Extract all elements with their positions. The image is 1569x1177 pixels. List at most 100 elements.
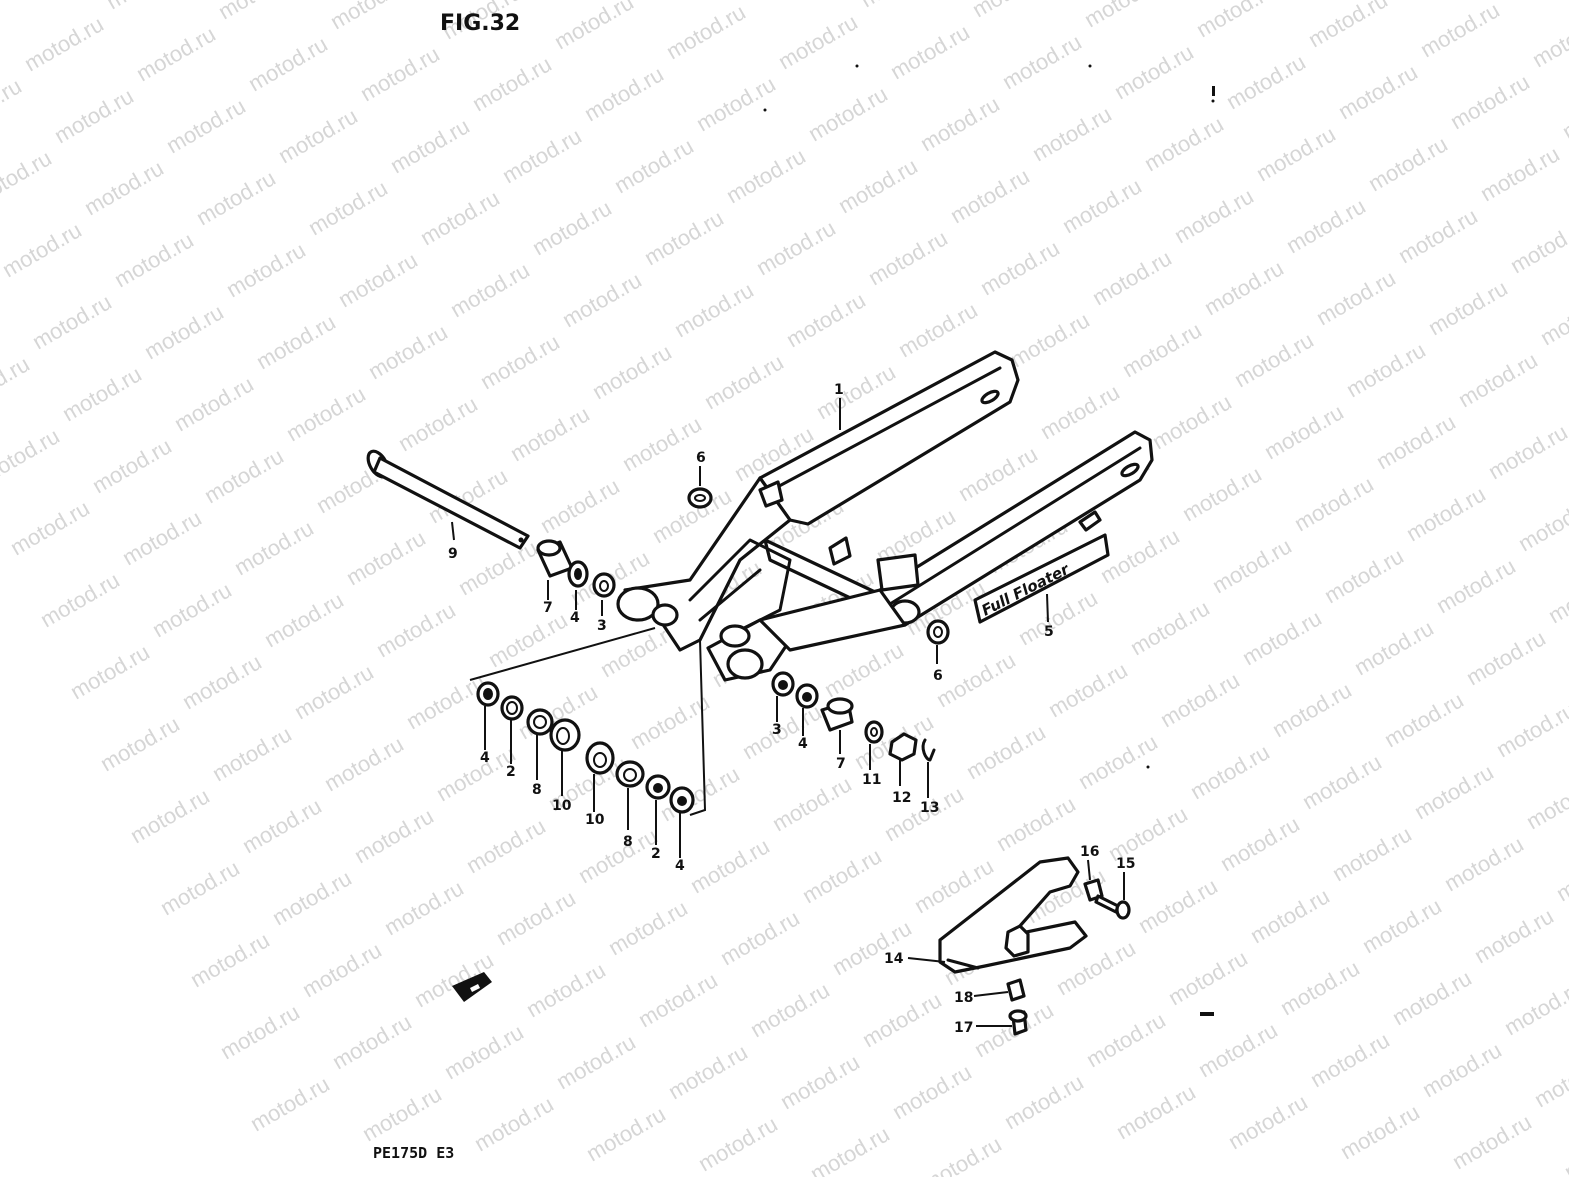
watermark-text: motod.ru	[1402, 481, 1490, 546]
watermark-text: motod.ru	[1134, 873, 1222, 938]
watermark-text: motod.ru	[1410, 759, 1498, 824]
callout-4-b: 4	[675, 858, 685, 874]
watermark-text: motod.ru	[894, 297, 982, 362]
watermark-text: motod.ru	[170, 371, 258, 436]
watermark-text: motod.ru	[1282, 193, 1370, 258]
watermark-text: motod.ru	[0, 145, 56, 210]
watermark-text: motod.ru	[162, 93, 250, 158]
watermark-text: motod.ru	[1536, 285, 1569, 350]
watermark-text: motod.ru	[484, 607, 572, 672]
watermark-text: motod.ru	[1074, 729, 1162, 794]
watermark-text: motod.ru	[1440, 831, 1528, 896]
callout-8-a: 8	[532, 782, 542, 798]
watermark-text: motod.ru	[0, 279, 4, 344]
watermark-text: motod.ru	[66, 639, 154, 704]
watermark-text: motod.ru	[192, 165, 280, 230]
watermark-text: motod.ru	[998, 29, 1086, 94]
watermark-text: motod.ru	[214, 0, 302, 24]
watermark-text: motod.ru	[968, 0, 1056, 22]
watermark-text: motod.ru	[774, 9, 862, 74]
watermark-text: motod.ru	[856, 0, 944, 12]
watermark-text: motod.ru	[1380, 687, 1468, 752]
callout-6-top: 6	[696, 450, 706, 466]
callout-10-a: 10	[552, 798, 572, 814]
callout-12: 12	[892, 790, 911, 806]
watermark-text: motod.ru	[640, 205, 728, 270]
watermark-text: motod.ru	[476, 329, 564, 394]
watermark-text: motod.ru	[1334, 59, 1422, 124]
watermark-text: motod.ru	[230, 515, 318, 580]
watermark-text: motod.ru	[864, 225, 952, 290]
watermark-text: motod.ru	[356, 41, 444, 106]
watermark-text: motod.ru	[634, 967, 722, 1032]
watermark-text: motod.ru	[132, 21, 220, 86]
watermark-text: motod.ru	[1358, 893, 1446, 958]
watermark-text: motod.ru	[50, 83, 138, 148]
watermark-text: motod.ru	[1080, 0, 1168, 32]
watermark-text: motod.ru	[110, 227, 198, 292]
watermark-text: motod.ru	[1268, 677, 1356, 742]
watermark-text: motod.ru	[1088, 245, 1176, 310]
watermark-text: motod.ru	[992, 791, 1080, 856]
watermark-text: motod.ru	[304, 175, 392, 240]
watermark-text: motod.ru	[558, 267, 646, 332]
dust-seal-right	[926, 619, 950, 645]
watermark-text: motod.ru	[580, 61, 668, 126]
callout-3-right: 3	[772, 722, 782, 738]
watermark-text: motod.ru	[946, 163, 1034, 228]
watermark-text: motod.ru	[252, 309, 340, 374]
callout-7-left: 7	[543, 600, 553, 616]
watermark-text: motod.ru	[1224, 1089, 1312, 1154]
watermark-text: motod.ru	[1082, 1007, 1170, 1072]
watermark-text: motod.ru	[1470, 903, 1558, 968]
callout-3-left: 3	[597, 618, 607, 634]
watermark-text: motod.ru	[394, 391, 482, 456]
watermark-text: motod.ru	[1476, 141, 1564, 206]
watermark-text: motod.ru	[1312, 265, 1400, 330]
watermark-text: motod.ru	[738, 699, 826, 764]
callout-16: 16	[1080, 844, 1099, 860]
watermark-text: motod.ru	[1178, 461, 1266, 526]
watermark-text: motod.ru	[604, 895, 692, 960]
watermark-text: motod.ru	[582, 1101, 670, 1166]
watermark-text: motod.ru	[1156, 667, 1244, 732]
watermark-text: motod.ru	[686, 833, 774, 898]
callout-2-a: 2	[506, 764, 516, 780]
watermark-text: motod.ru	[88, 433, 176, 498]
watermark-text: motod.ru	[1462, 625, 1550, 690]
callout-10-b: 10	[585, 812, 605, 828]
watermark-text: motod.ru	[358, 1081, 446, 1146]
watermark-text: motod.ru	[1418, 1037, 1506, 1102]
watermark-text: motod.ru	[216, 999, 304, 1064]
watermark-text: motod.ru	[1186, 739, 1274, 804]
callout-1: 1	[834, 382, 844, 398]
watermark-text: motod.ru	[1044, 657, 1132, 722]
watermark-text: motod.ru	[446, 257, 534, 322]
watermark-text: motod.ru	[1336, 1099, 1424, 1164]
watermark-text: motod.ru	[140, 299, 228, 364]
watermark-text: motod.ru	[1528, 7, 1569, 72]
watermark-text: motod.ru	[916, 91, 1004, 156]
watermark-text: motod.ru	[1112, 1079, 1200, 1144]
swingarm-assembly	[616, 350, 1154, 682]
watermark-text: motod.ru	[80, 155, 168, 220]
watermark-text: motod.ru	[1530, 1047, 1569, 1112]
watermark-text: motod.ru	[656, 761, 744, 826]
watermark-text: motod.ru	[618, 411, 706, 476]
callout-17: 17	[954, 1020, 973, 1036]
watermark-text: motod.ru	[492, 885, 580, 950]
callout-4-left: 4	[570, 610, 580, 626]
watermark-text: motod.ru	[1216, 811, 1304, 876]
bushing-group-left	[536, 539, 616, 598]
figure-title: FIG.32	[440, 11, 520, 36]
watermark-text: motod.ru	[552, 1029, 640, 1094]
watermark-text: motod.ru	[386, 113, 474, 178]
watermark-text: motod.ru	[1320, 543, 1408, 608]
watermark-text: motod.ru	[0, 217, 86, 282]
callout-4-a: 4	[480, 750, 490, 766]
watermark-text: motod.ru	[976, 235, 1064, 300]
watermark-text: motod.ru	[246, 1071, 334, 1136]
watermark-text: motod.ru	[1388, 965, 1476, 1030]
watermark-text: motod.ru	[268, 865, 356, 930]
watermark-text: motod.ru	[1506, 213, 1569, 278]
